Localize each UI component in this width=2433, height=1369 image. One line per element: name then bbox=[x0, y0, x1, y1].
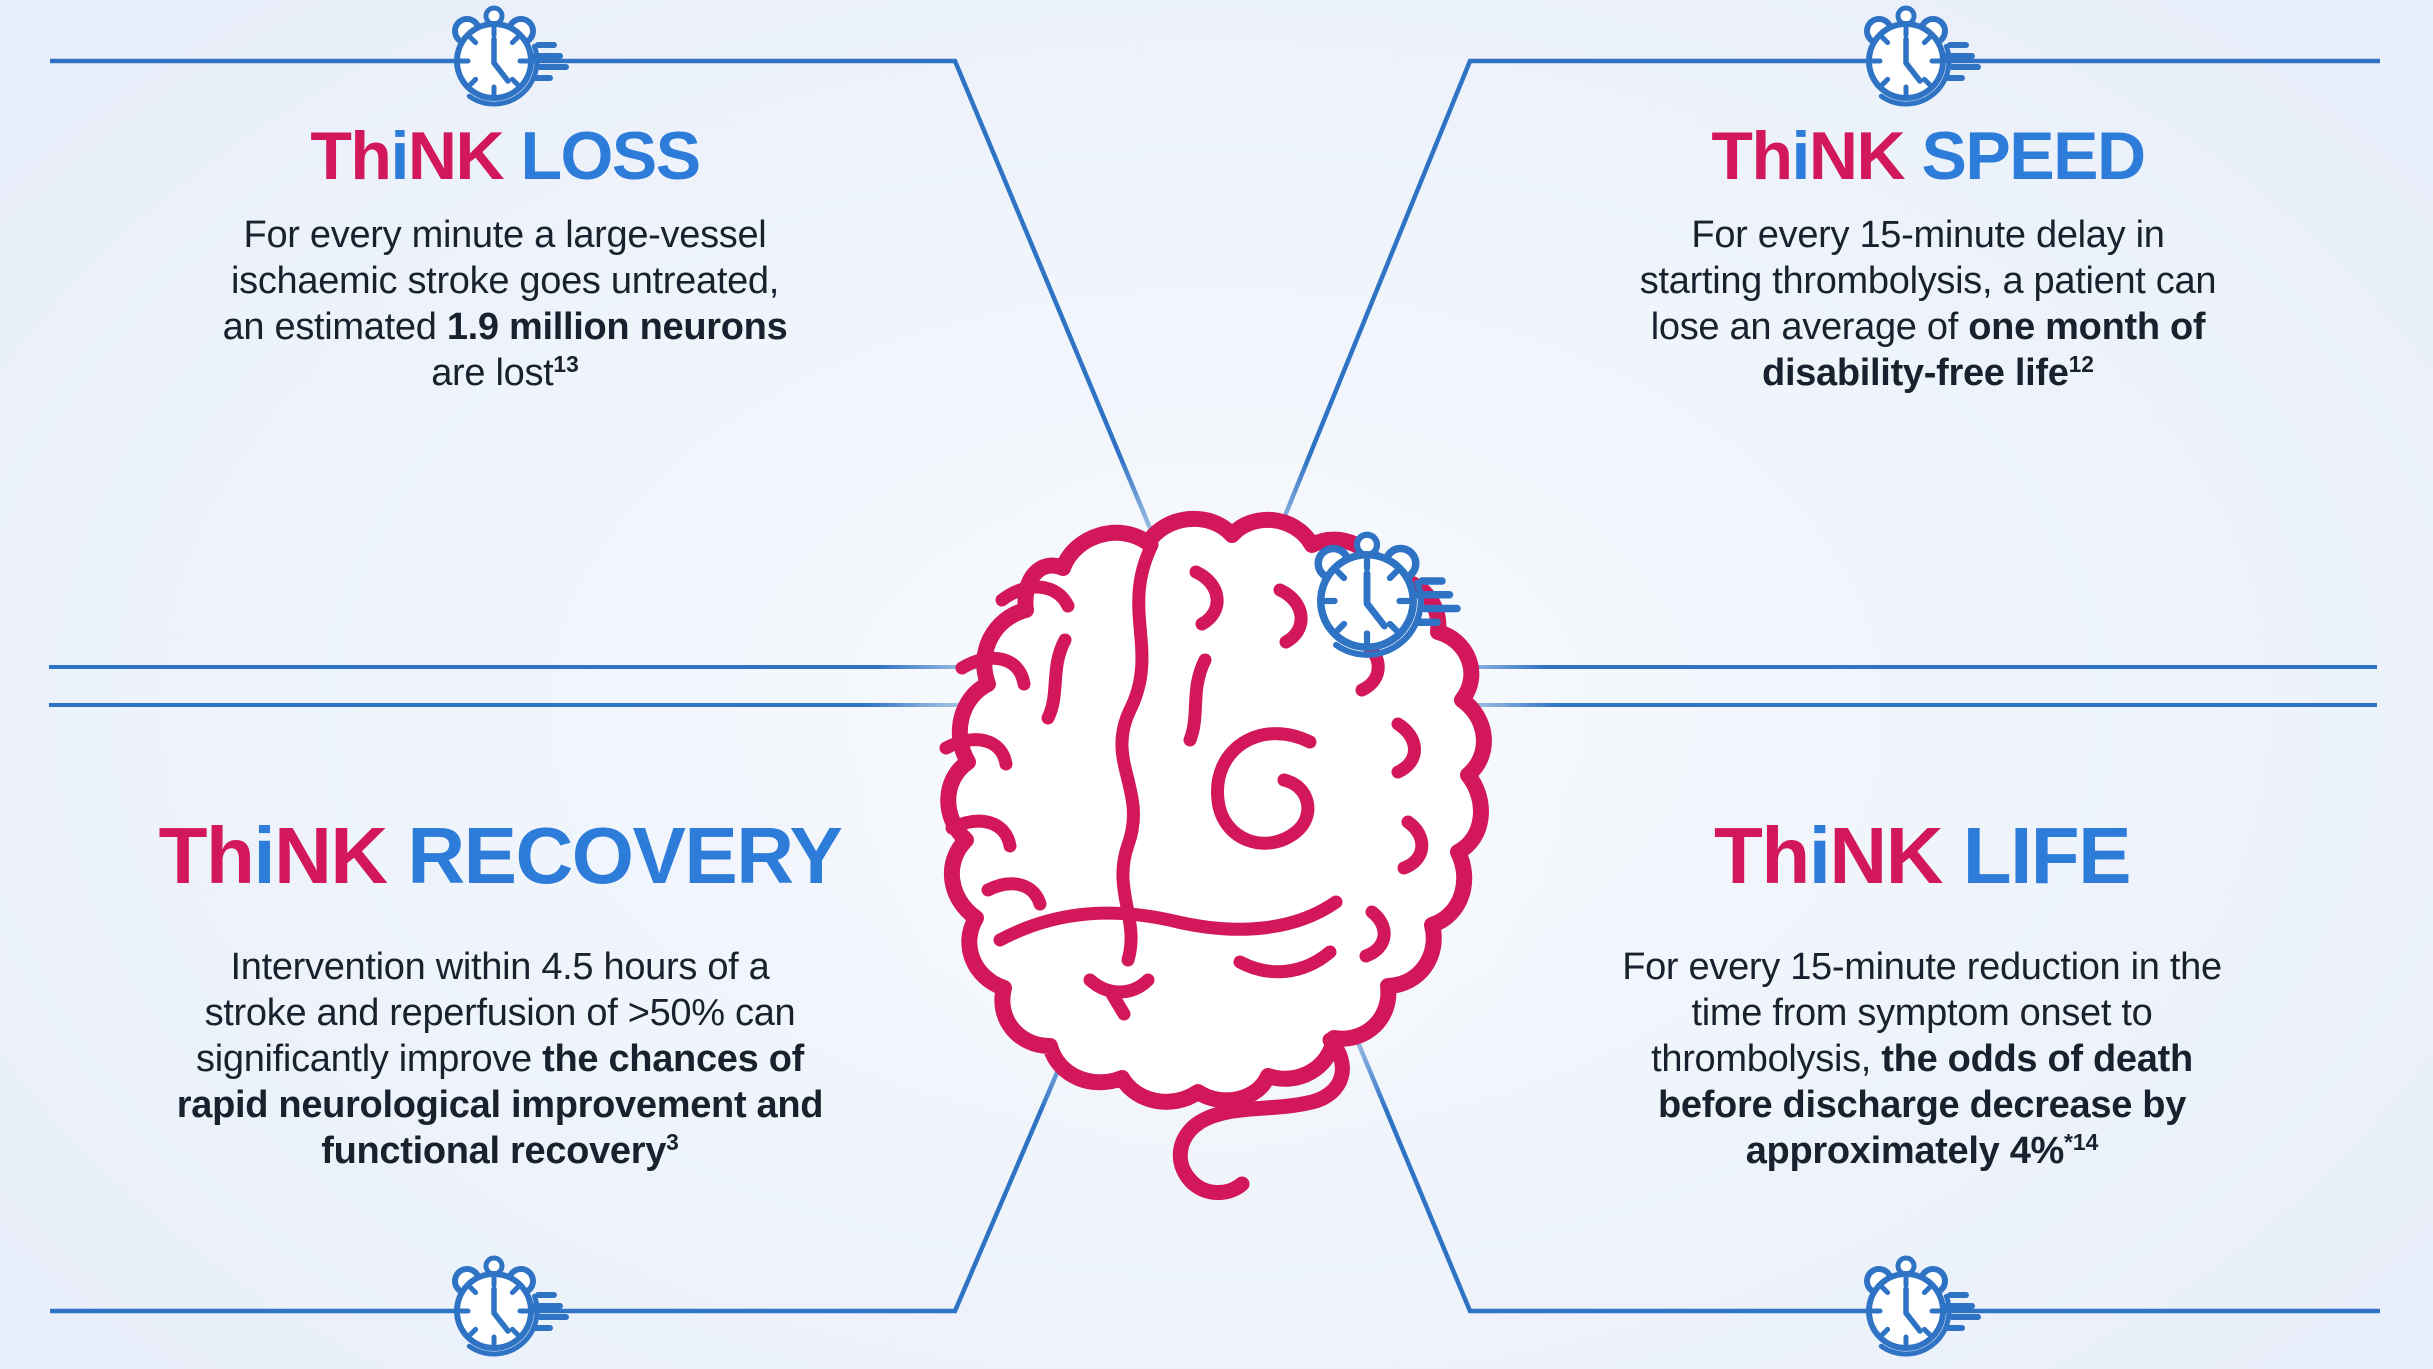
body-line: significantly improve the chances of bbox=[75, 1036, 925, 1082]
body-text: starting thrombolysis, a patient can bbox=[1639, 260, 2217, 302]
body-text: are lost bbox=[431, 352, 554, 394]
title-segment: LIFE bbox=[1962, 811, 2132, 900]
brain-icon bbox=[939, 510, 1492, 1200]
body-text: time from symptom onset to bbox=[1691, 992, 2153, 1034]
card-think-speed: ThiNK SPEED For every 15-minute delay in… bbox=[1518, 118, 2338, 400]
body-line: approximately 4%*14 bbox=[1497, 1128, 2347, 1178]
card-title: ThiNK RECOVERY bbox=[75, 812, 925, 900]
title-segment: Th bbox=[310, 118, 392, 194]
title-segment: i bbox=[390, 118, 409, 194]
title-segment: NK bbox=[1808, 118, 1906, 194]
body-text: rapid neurological improvement and bbox=[176, 1084, 824, 1126]
title-segment: i bbox=[1808, 811, 1831, 900]
title-segment: LOSS bbox=[520, 118, 701, 194]
body-line: starting thrombolysis, a patient can bbox=[1518, 258, 2338, 304]
title-segment: i bbox=[253, 811, 275, 900]
reference-superscript: 13 bbox=[553, 351, 579, 378]
title-segment: NK bbox=[1829, 811, 1943, 900]
body-line: rapid neurological improvement and bbox=[75, 1082, 925, 1128]
body-text: one month of bbox=[1968, 306, 2206, 348]
card-title: ThiNK SPEED bbox=[1518, 118, 2338, 194]
stopwatch-icon-bottom-right bbox=[1867, 1258, 1978, 1354]
title-segment: RECOVERY bbox=[407, 811, 843, 900]
card-think-life: ThiNK LIFE For every 15-minute reduction… bbox=[1497, 812, 2347, 1178]
body-line: stroke and reperfusion of >50% can bbox=[75, 990, 925, 1036]
body-text: an estimated bbox=[222, 306, 447, 348]
title-segment: SPEED bbox=[1921, 118, 2147, 194]
body-text: approximately 4% bbox=[1745, 1130, 2065, 1172]
stopwatch-icon-top-right bbox=[1867, 8, 1978, 104]
brain-stem bbox=[1172, 1032, 1350, 1200]
body-line: For every 15-minute delay in bbox=[1518, 212, 2338, 258]
body-line: ischaemic stroke goes untreated, bbox=[95, 258, 915, 304]
title-segment: i bbox=[1791, 118, 1811, 194]
title-segment bbox=[503, 118, 520, 194]
title-segment: Th bbox=[1713, 811, 1810, 900]
card-title: ThiNK LIFE bbox=[1497, 812, 2347, 900]
body-text: functional recovery bbox=[321, 1130, 667, 1172]
body-line: an estimated 1.9 million neurons bbox=[95, 304, 915, 350]
body-text: Intervention within 4.5 hours of a bbox=[230, 946, 770, 988]
reference-superscript: 12 bbox=[2068, 351, 2094, 378]
body-text: significantly improve bbox=[196, 1038, 543, 1080]
body-text: before discharge decrease by bbox=[1657, 1084, 2187, 1126]
body-line: are lost13 bbox=[95, 350, 915, 400]
body-text: the chances of bbox=[542, 1038, 804, 1080]
body-text: ischaemic stroke goes untreated, bbox=[230, 260, 780, 302]
body-text: lose an average of bbox=[1650, 306, 1969, 348]
card-think-recovery: ThiNK RECOVERY Intervention within 4.5 h… bbox=[75, 812, 925, 1178]
body-line: Intervention within 4.5 hours of a bbox=[75, 944, 925, 990]
body-line: lose an average of one month of bbox=[1518, 304, 2338, 350]
body-text: thrombolysis, bbox=[1651, 1038, 1882, 1080]
body-text: stroke and reperfusion of >50% can bbox=[204, 992, 796, 1034]
body-text: For every 15-minute delay in bbox=[1691, 214, 2165, 256]
title-segment bbox=[1942, 811, 1963, 900]
body-line: time from symptom onset to bbox=[1497, 990, 2347, 1036]
body-line: functional recovery3 bbox=[75, 1128, 925, 1178]
body-text: disability-free life bbox=[1762, 352, 2069, 394]
title-segment: NK bbox=[407, 118, 505, 194]
body-text: the odds of death bbox=[1881, 1038, 2193, 1080]
body-text: 1.9 million neurons bbox=[446, 306, 788, 348]
reference-superscript: 3 bbox=[666, 1129, 679, 1156]
body-line: thrombolysis, the odds of death bbox=[1497, 1036, 2347, 1082]
body-line: For every minute a large-vessel bbox=[95, 212, 915, 258]
title-segment bbox=[1904, 118, 1921, 194]
body-line: before discharge decrease by bbox=[1497, 1082, 2347, 1128]
title-segment: Th bbox=[158, 811, 255, 900]
body-line: For every 15-minute reduction in the bbox=[1497, 944, 2347, 990]
stopwatch-icon-bottom-left bbox=[455, 1258, 566, 1354]
stopwatch-icon-top-left bbox=[455, 8, 566, 104]
reference-superscript: *14 bbox=[2064, 1129, 2099, 1156]
card-title: ThiNK LOSS bbox=[95, 118, 915, 194]
body-text: For every minute a large-vessel bbox=[243, 214, 767, 256]
title-segment: NK bbox=[274, 811, 388, 900]
title-segment: Th bbox=[1711, 118, 1793, 194]
body-text: For every 15-minute reduction in the bbox=[1622, 946, 2222, 988]
card-think-loss: ThiNK LOSS For every minute a large-vess… bbox=[95, 118, 915, 400]
title-segment bbox=[387, 811, 408, 900]
body-line: disability-free life12 bbox=[1518, 350, 2338, 400]
brain-gyri bbox=[939, 538, 1429, 1021]
